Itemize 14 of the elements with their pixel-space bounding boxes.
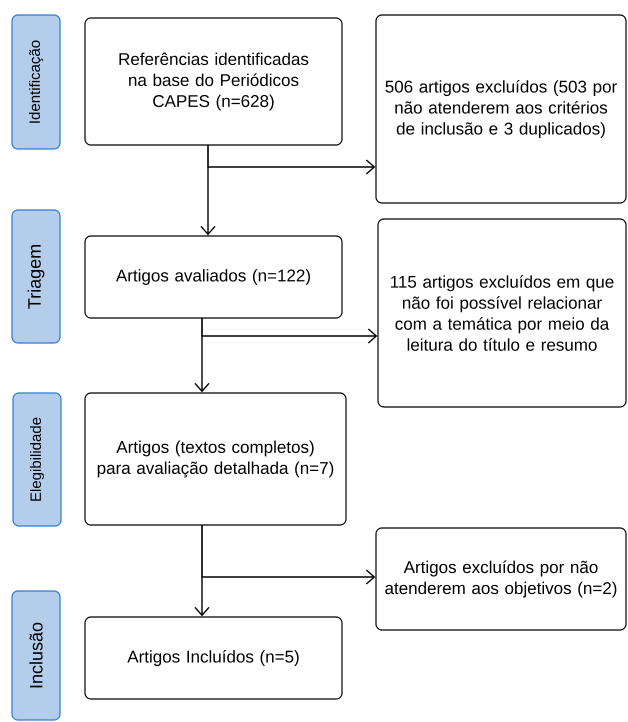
process-box: Artigos avaliados (n=122) (84, 235, 343, 319)
process-box: Referências identificadas na base do Periódicos CAPES (n=628) (84, 17, 343, 146)
process-box: Artigos excluídos por não atenderem aos objetivos (n=2) (375, 527, 627, 631)
arrow (201, 318, 378, 344)
stage-band: Inclusão (11, 590, 61, 721)
process-box: 115 artigos excluídos em que não foi possível relacionar com a temática por meio da leitura do título e resumo (377, 218, 627, 408)
stage-band: Elegibilidade (12, 392, 62, 527)
arrow (207, 146, 376, 175)
arrow (201, 526, 376, 585)
process-box: Artigos (textos completos) para avaliação detalhada (n=7) (84, 392, 347, 526)
process-box: 506 artigos excluídos (503 por não atenderem aos critérios de inclusão e 3 duplicados) (375, 14, 627, 204)
stage-band: Identificação (11, 14, 61, 150)
process-box: Artigos Incluídos (n=5) (84, 616, 343, 700)
stage-band: Triagem (11, 209, 61, 344)
